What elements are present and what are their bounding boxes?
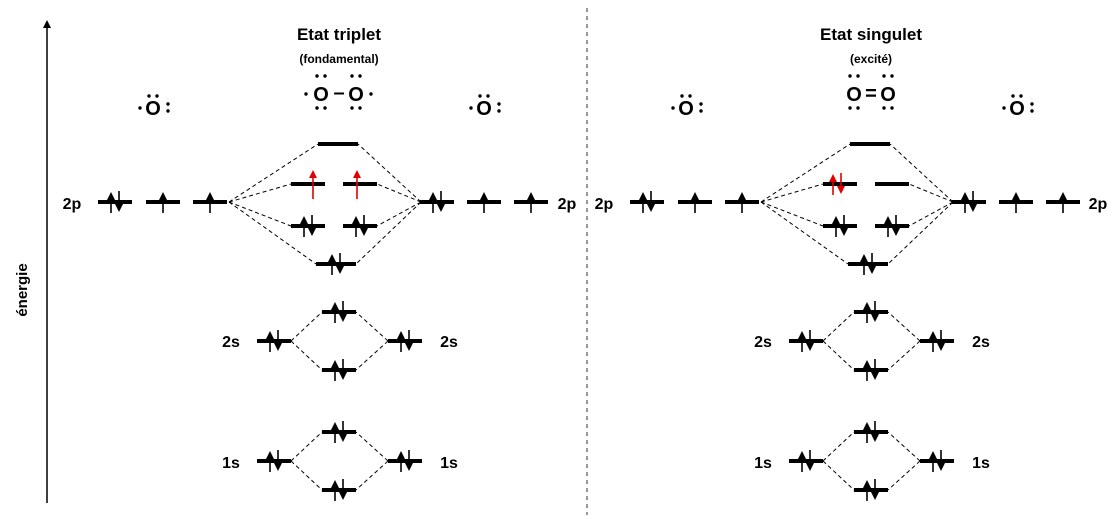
correlation-line (228, 143, 319, 203)
correlation-line (376, 183, 422, 203)
molecule-left-atom: O (846, 84, 862, 106)
label-2p-left-triplet: 2p (63, 196, 82, 213)
molecule-bond: = (865, 83, 877, 105)
correlation-line (760, 183, 824, 203)
correlation-line (887, 340, 921, 371)
correlation-line (887, 460, 921, 491)
molecule-right-atom: O (880, 84, 896, 106)
panel-subtitle-triplet: (fondamental) (299, 52, 378, 66)
correlation-line (355, 460, 389, 491)
correlation-line (355, 340, 389, 371)
correlation-line (357, 143, 422, 203)
correlation-line (887, 311, 921, 342)
correlation-line (376, 201, 422, 227)
label-2s-left-triplet: 2s (222, 334, 240, 351)
correlation-line (822, 311, 855, 342)
label-1s-left-triplet: 1s (222, 455, 240, 472)
molecule-left-atom: O (313, 84, 329, 106)
label-1s-right-singlet: 1s (972, 455, 990, 472)
label-1s-left-singlet: 1s (754, 455, 772, 472)
correlation-line (887, 201, 954, 265)
correlation-line (822, 340, 855, 371)
correlation-line (908, 183, 954, 203)
molecule-bond: – (333, 82, 344, 104)
panel-title-singlet: Etat singulet (820, 25, 922, 44)
correlation-line (290, 431, 323, 462)
correlation-line (290, 340, 323, 371)
atom-symbol-left-singlet: O (671, 94, 703, 120)
correlation-line (228, 201, 292, 227)
label-2p-right-singlet: 2p (1089, 196, 1108, 213)
correlation-line (355, 431, 389, 462)
atom-o-label: O (476, 98, 492, 120)
correlation-line (822, 460, 855, 491)
correlation-line (760, 143, 851, 203)
atom-o-label: O (678, 98, 694, 120)
correlation-line (887, 431, 921, 462)
energy-levels-layer (98, 142, 1080, 501)
correlation-line (290, 311, 323, 342)
molecule-right-atom: O (348, 84, 364, 106)
correlation-line (760, 201, 849, 265)
atom-symbol-left-triplet: O (138, 94, 170, 120)
correlation-line (228, 201, 317, 265)
energy-axis-label: énergie (14, 263, 31, 316)
correlation-line (355, 201, 422, 265)
correlation-line (889, 143, 954, 203)
correlation-line (908, 201, 954, 227)
atom-symbol-right-singlet: O (1002, 94, 1034, 120)
panel-subtitle-singlet: (excité) (850, 52, 892, 66)
correlation-line (355, 311, 389, 342)
atom-o-label: O (1009, 98, 1025, 120)
label-2s-right-singlet: 2s (972, 334, 990, 351)
label-1s-right-triplet: 1s (440, 455, 458, 472)
atom-symbol-right-triplet: O (469, 94, 501, 120)
correlation-line (228, 183, 292, 203)
correlation-line (822, 431, 855, 462)
label-2p-left-singlet: 2p (595, 196, 614, 213)
atom-o-label: O (145, 98, 161, 120)
label-2s-right-triplet: 2s (440, 334, 458, 351)
correlation-line (760, 201, 824, 227)
label-2s-left-singlet: 2s (754, 334, 772, 351)
molecule-structure-triplet: O – O (304, 74, 373, 110)
molecule-structure-singlet: O = O (846, 74, 896, 110)
label-2p-right-triplet: 2p (558, 196, 577, 213)
correlation-line (290, 460, 323, 491)
panel-title-triplet: Etat triplet (297, 25, 381, 44)
